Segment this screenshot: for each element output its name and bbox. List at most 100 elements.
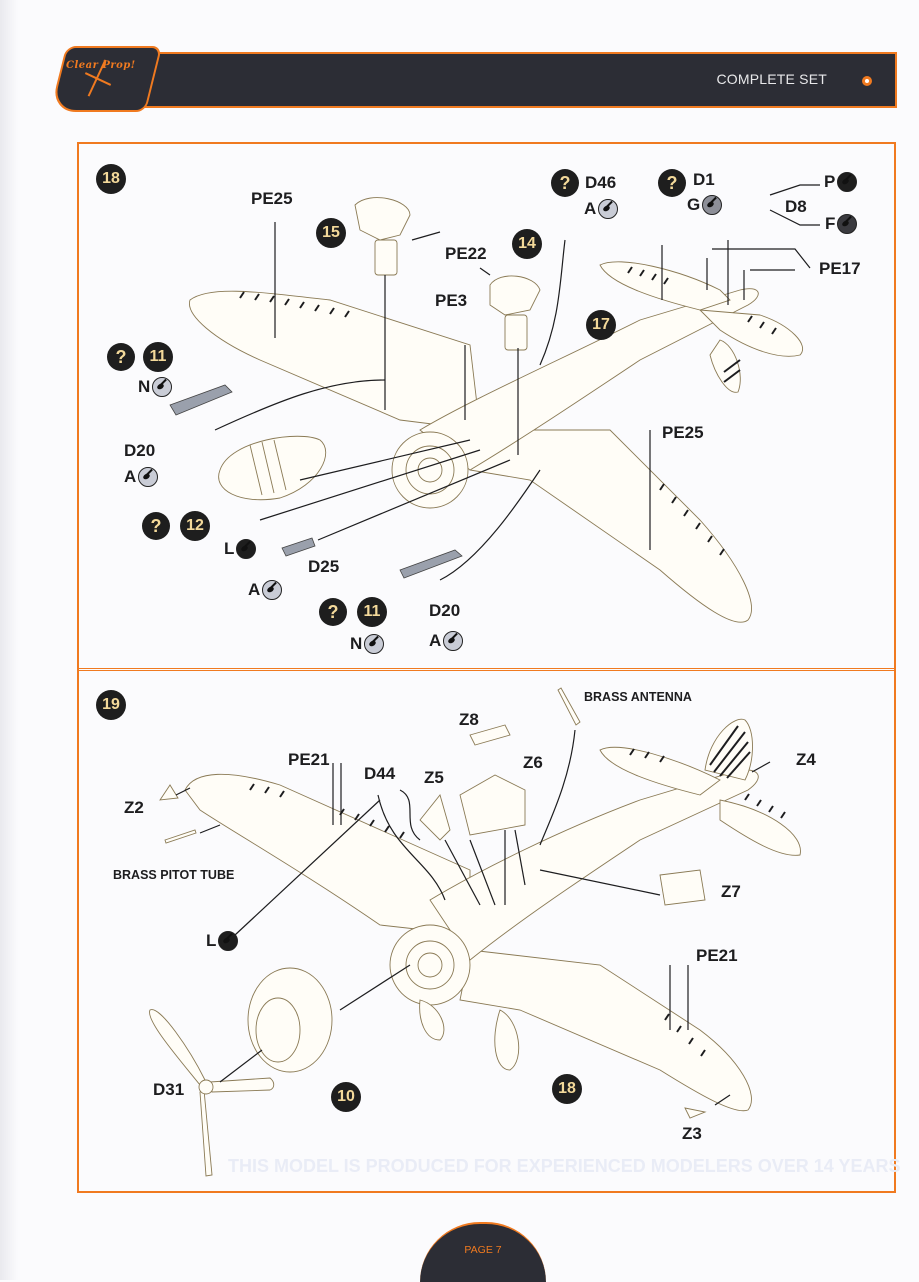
paint-swatch-a: A xyxy=(584,199,619,219)
drop-tank xyxy=(218,435,326,501)
paint-brush-icon xyxy=(702,195,723,215)
callout-z3: Z3 xyxy=(682,1124,702,1143)
part-14-stem xyxy=(504,314,528,351)
gear-leg xyxy=(494,1009,520,1071)
callout-pe21-bottom: PE21 xyxy=(696,946,738,965)
callout-pe22: PE22 xyxy=(445,244,487,263)
brass-antenna xyxy=(557,687,581,726)
callout-brass-pitot-tube: BRASS PITOT TUBE xyxy=(113,868,235,882)
callout-z7: Z7 xyxy=(721,882,741,901)
tail-plane-right xyxy=(698,309,803,357)
question-icon: ? xyxy=(658,169,686,197)
question-icon: ? xyxy=(319,598,347,626)
callout-pe25-right: PE25 xyxy=(662,423,704,442)
callout-d31: D31 xyxy=(153,1080,185,1099)
scan-edge-shadow xyxy=(0,0,18,1280)
paint-swatch-l: L xyxy=(224,539,257,559)
callout-d44: D44 xyxy=(364,764,396,783)
callout-d1: D1 xyxy=(693,170,715,189)
paint-brush-icon xyxy=(138,467,159,487)
swatch-letter: A xyxy=(124,467,137,486)
step-18-aircraft xyxy=(169,184,820,623)
bomb-left xyxy=(169,384,233,416)
paint-swatch-g: G xyxy=(687,195,723,215)
page-number: PAGE 7 xyxy=(464,1244,502,1256)
header-bar xyxy=(95,52,897,108)
left-wing xyxy=(184,773,471,936)
callout-z8: Z8 xyxy=(459,710,479,729)
swatch-letter: G xyxy=(687,195,701,214)
step-19-panel xyxy=(77,668,896,1193)
substep-10: 10 xyxy=(331,1082,361,1112)
z3-wingtip xyxy=(684,1107,707,1119)
paint-swatch-a: A xyxy=(429,631,464,651)
rudder xyxy=(709,339,741,393)
fuselage xyxy=(429,769,759,961)
paint-swatch-l: L xyxy=(206,931,239,951)
paint-brush-icon xyxy=(236,539,257,559)
paint-swatch-p: P xyxy=(824,172,858,192)
callout-z6: Z6 xyxy=(523,753,543,772)
callout-z4: Z4 xyxy=(796,750,816,769)
brand-logo-badge xyxy=(49,46,163,112)
canopy-z5 xyxy=(419,794,451,841)
right-wing xyxy=(469,429,752,623)
paint-brush-icon xyxy=(152,377,173,397)
wing-hatch-marks xyxy=(239,266,777,556)
step-18-panel xyxy=(77,142,896,671)
substep-14: 14 xyxy=(512,229,542,259)
substep-11-left: 11 xyxy=(143,342,173,372)
engine-cowling xyxy=(389,924,471,1006)
callout-d25: D25 xyxy=(308,557,340,576)
paint-brush-icon xyxy=(443,631,464,651)
fuselage xyxy=(419,288,759,471)
step-19-aircraft xyxy=(149,687,801,1177)
left-wing xyxy=(189,290,481,431)
paint-swatch-a: A xyxy=(124,467,159,487)
question-icon: ? xyxy=(551,169,579,197)
callout-z5: Z5 xyxy=(424,768,444,787)
callout-pe25-top: PE25 xyxy=(251,189,293,208)
part-15-headrest xyxy=(354,197,411,241)
bomb-bottom xyxy=(399,549,463,579)
paint-swatch-n: N xyxy=(138,377,173,397)
swatch-letter: N xyxy=(138,377,151,396)
swatch-letter: N xyxy=(350,634,363,653)
assembly-line-art xyxy=(149,184,820,1177)
paint-brush-icon xyxy=(837,214,858,234)
header-title: COMPLETE SET xyxy=(716,71,827,87)
callout-z2: Z2 xyxy=(124,798,144,817)
substep-12: 12 xyxy=(180,511,210,541)
swatch-letter: P xyxy=(824,172,836,191)
engine-cowling xyxy=(391,431,469,509)
callout-d46: D46 xyxy=(585,173,617,192)
brass-pitot-tube xyxy=(164,829,197,844)
gear-leg-2 xyxy=(419,999,445,1041)
swatch-letter: F xyxy=(825,214,836,233)
callout-pe3: PE3 xyxy=(435,291,468,310)
callout-brass-antenna: BRASS ANTENNA xyxy=(584,690,692,704)
tail-plane xyxy=(599,261,731,311)
part-14-headrest xyxy=(489,275,541,316)
swatch-letter: A xyxy=(429,631,442,650)
paint-brush-icon xyxy=(218,931,239,951)
bullet-icon xyxy=(862,76,872,86)
callout-pe17: PE17 xyxy=(819,259,861,278)
canopy-z6 xyxy=(459,774,526,836)
d25-rack xyxy=(281,537,316,557)
z2-wingtip xyxy=(159,784,179,801)
swatch-letter: L xyxy=(206,931,217,950)
watermark-text: THIS MODEL IS PRODUCED FOR EXPERIENCED M… xyxy=(228,1156,901,1176)
tail-plane-left xyxy=(599,746,721,796)
paint-brush-icon xyxy=(262,580,283,600)
callout-d20-left: D20 xyxy=(124,441,156,460)
step-number-18: 18 xyxy=(96,164,126,194)
callout-d20-bottom: D20 xyxy=(429,601,461,620)
paint-swatch-n: N xyxy=(350,634,385,654)
tail-plane-right xyxy=(719,799,801,856)
swatch-letter: A xyxy=(248,580,261,599)
paint-swatch-a: A xyxy=(248,580,283,600)
question-icon: ? xyxy=(142,512,170,540)
substep-17: 17 xyxy=(586,310,616,340)
swatch-letter: L xyxy=(224,539,235,558)
